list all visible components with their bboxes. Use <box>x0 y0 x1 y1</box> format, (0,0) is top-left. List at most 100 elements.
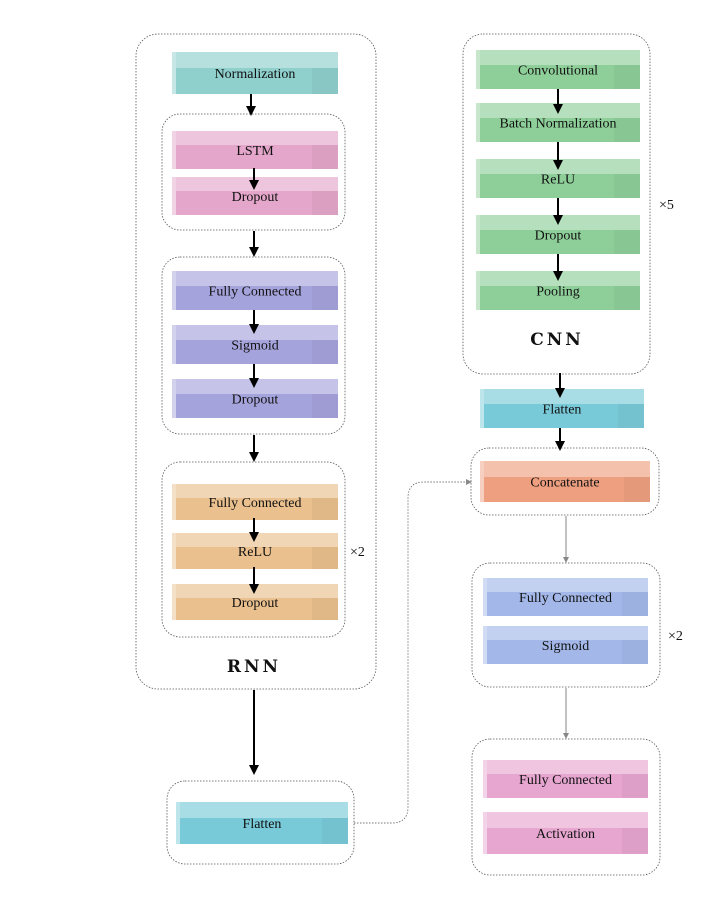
fc1-block-top-face <box>172 271 338 286</box>
batchnorm-block-left-edge <box>476 103 480 142</box>
lstm-dropout-block-right-face <box>312 191 338 215</box>
sigmoid-block-left-edge <box>172 325 176 364</box>
lstm-dropout-block-label: Dropout <box>232 190 279 205</box>
lstm-block: LSTM <box>172 131 338 169</box>
cnn-flatten-block-left-edge <box>480 389 484 428</box>
arrow-rnnflatten-to-concat <box>354 479 472 824</box>
cnn-dropout-block-front-face <box>476 230 640 254</box>
connections <box>246 89 565 775</box>
lstm-block-left-edge <box>172 131 176 169</box>
conv-block: Convolutional <box>476 50 640 89</box>
normalization-block-label: Normalization <box>215 67 296 82</box>
fc2-block-front-face <box>172 498 338 520</box>
relu-dropout-block-front-face <box>172 598 338 620</box>
relu-block-label: ReLU <box>238 545 272 560</box>
normalization-block-right-face <box>312 68 338 94</box>
activation-block-left-edge <box>483 812 487 854</box>
thin-connections <box>354 479 569 824</box>
cnn-group-box <box>462 33 651 375</box>
relu-block-front-face <box>172 547 338 569</box>
fc1-block-left-edge <box>172 271 176 310</box>
conv-block-right-face <box>614 65 640 89</box>
lstm-dropout-block-front-face <box>172 191 338 215</box>
sigmoid-dropout-block-left-edge <box>172 379 176 418</box>
normalization-block-left-edge <box>172 52 176 94</box>
cnn-repeat-label: ×5 <box>659 198 674 213</box>
lstm-block-right-face <box>312 145 338 169</box>
final-fc-block-right-face <box>622 774 648 798</box>
concatenate-block-left-edge <box>480 461 484 502</box>
batchnorm-block-right-face <box>614 118 640 142</box>
cnn-relu-block-front-face <box>476 174 640 198</box>
rnn-flatten-block-left-edge <box>176 802 180 844</box>
cnn-flatten-block-label: Flatten <box>543 403 582 418</box>
final-fc-block-top-face <box>483 760 648 774</box>
cnn-relu-block: ReLU <box>476 159 640 198</box>
sigmoid-block-label: Sigmoid <box>231 339 278 354</box>
final-fc-block-left-edge <box>483 760 487 798</box>
lstm-block-top-face <box>172 131 338 145</box>
head-sigmoid-block-left-edge <box>483 626 487 664</box>
relu-subgroup-box <box>161 461 346 638</box>
rnn-flatten-block-right-face <box>322 818 348 844</box>
final-fc-block-front-face <box>483 774 648 798</box>
sigmoid-block-front-face <box>172 340 338 364</box>
pooling-block-right-face <box>614 286 640 310</box>
sigmoid-block-right-face <box>312 340 338 364</box>
concatenate-block-top-face <box>480 461 650 477</box>
final-group-box <box>471 738 661 876</box>
conv-block-label: Convolutional <box>518 64 598 79</box>
rnn-repeat-label: ×2 <box>350 545 365 560</box>
concatenate-box <box>470 447 660 516</box>
activation-block-right-face <box>622 828 648 854</box>
cnn-relu-block-label: ReLU <box>541 173 575 188</box>
rnn-title: RNN <box>227 657 281 677</box>
batchnorm-block-label: Batch Normalization <box>499 117 616 132</box>
conv-block-front-face <box>476 65 640 89</box>
fc2-block: Fully Connected <box>172 484 338 520</box>
normalization-block: Normalization <box>172 52 338 94</box>
conv-block-left-edge <box>476 50 480 89</box>
rnn-flatten-block-front-face <box>176 818 348 844</box>
head-sigmoid-block-front-face <box>483 640 648 664</box>
fc1-block: Fully Connected <box>172 271 338 310</box>
rnn-flatten-box <box>166 780 355 865</box>
sigmoid-dropout-block-right-face <box>312 394 338 418</box>
sigmoid-subgroup-box <box>161 256 346 435</box>
head-fc-block: Fully Connected <box>483 578 648 616</box>
head-fc-block-front-face <box>483 592 648 616</box>
cnn-title: CNN <box>530 330 584 350</box>
pooling-block-label: Pooling <box>536 285 580 300</box>
fc2-block-top-face <box>172 484 338 498</box>
cnn-flatten-block-front-face <box>480 404 644 428</box>
pooling-block-left-edge <box>476 271 480 310</box>
activation-block-top-face <box>483 812 648 828</box>
head-fc-block-top-face <box>483 578 648 592</box>
fc1-block-right-face <box>312 286 338 310</box>
head-fc-block-label: Fully Connected <box>519 591 612 606</box>
head-sigmoid-block-right-face <box>622 640 648 664</box>
fc1-block-label: Fully Connected <box>209 285 302 300</box>
conv-block-top-face <box>476 50 640 65</box>
final-fc-block: Fully Connected <box>483 760 648 798</box>
cnn-dropout-block-right-face <box>614 230 640 254</box>
activation-block: Activation <box>483 812 648 854</box>
head-fc-block-left-edge <box>483 578 487 616</box>
relu-dropout-block-label: Dropout <box>232 596 279 611</box>
cnn-flatten-block: Flatten <box>480 389 644 428</box>
relu-dropout-block-right-face <box>312 598 338 620</box>
rnn-flatten-block-label: Flatten <box>243 817 282 832</box>
activation-block-front-face <box>483 828 648 854</box>
fc2-block-left-edge <box>172 484 176 520</box>
relu-block: ReLU <box>172 533 338 569</box>
batchnorm-block-front-face <box>476 118 640 142</box>
rnn-flatten-block: Flatten <box>176 802 348 844</box>
concatenate-block-right-face <box>624 477 650 502</box>
cnn-dropout-block-label: Dropout <box>535 229 582 244</box>
concatenate-block: Concatenate <box>480 461 650 502</box>
sigmoid-dropout-block-front-face <box>172 394 338 418</box>
relu-dropout-block-left-edge <box>172 584 176 620</box>
lstm-block-label: LSTM <box>236 144 274 159</box>
final-fc-block-label: Fully Connected <box>519 773 612 788</box>
